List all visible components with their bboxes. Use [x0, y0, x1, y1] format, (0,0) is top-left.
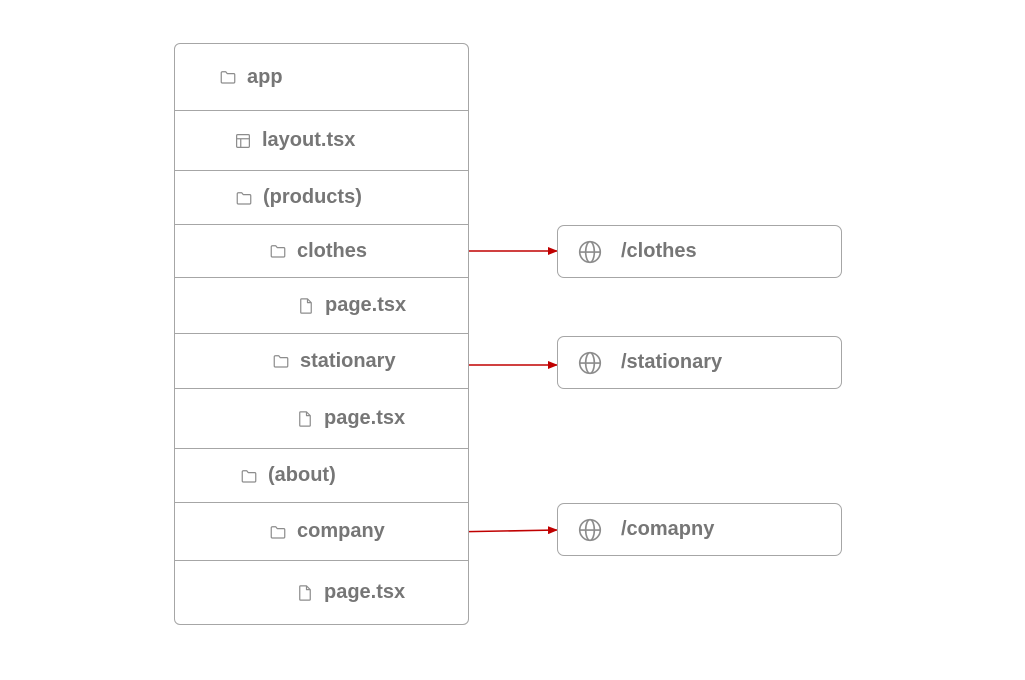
tree-item-stationary-page[interactable]: page.tsx [175, 389, 468, 449]
tree-item-stationary[interactable]: stationary [175, 334, 468, 389]
route-label: /comapny [621, 518, 715, 540]
folder-icon [235, 189, 253, 207]
tree-item-company[interactable]: company [175, 503, 468, 561]
folder-icon [272, 352, 290, 370]
tree-item-label: layout.tsx [262, 129, 356, 151]
tree-item-clothes-page[interactable]: page.tsx [175, 278, 468, 334]
globe-icon [577, 350, 603, 376]
tree-item-app[interactable]: app [175, 44, 468, 111]
tree-item-label: (about) [268, 464, 336, 486]
tree-item-label: page.tsx [325, 294, 407, 316]
globe-icon [577, 517, 603, 543]
folder-icon [240, 467, 258, 485]
tree-item-layout[interactable]: layout.tsx [175, 111, 468, 171]
route-box-clothes[interactable]: /clothes [557, 225, 842, 278]
tree-item-label: stationary [300, 349, 396, 372]
tree-item-clothes[interactable]: clothes [175, 225, 468, 278]
tree-item-label: page.tsx [324, 581, 406, 603]
folder-icon [219, 68, 237, 86]
globe-icon [577, 239, 603, 265]
tree-item-label: (products) [263, 186, 362, 208]
tree-item-label: page.tsx [324, 407, 406, 429]
file-icon [296, 410, 314, 428]
tree-item-label: app [247, 65, 283, 88]
route-box-stationary[interactable]: /stationary [557, 336, 842, 389]
file-icon [297, 297, 315, 315]
file-icon [296, 584, 314, 602]
route-label: /stationary [621, 351, 723, 373]
layout-icon [234, 132, 252, 150]
route-box-company[interactable]: /comapny [557, 503, 842, 556]
tree-item-about-group[interactable]: (about) [175, 449, 468, 503]
tree-item-products-group[interactable]: (products) [175, 171, 468, 225]
tree-item-label: company [297, 520, 385, 542]
tree-item-label: clothes [297, 239, 368, 262]
file-tree: app layout.tsx (products) clothes page.t… [174, 43, 469, 625]
folder-icon [269, 523, 287, 541]
tree-item-company-page[interactable]: page.tsx [175, 561, 468, 624]
route-label: /clothes [621, 240, 697, 262]
folder-icon [269, 242, 287, 260]
